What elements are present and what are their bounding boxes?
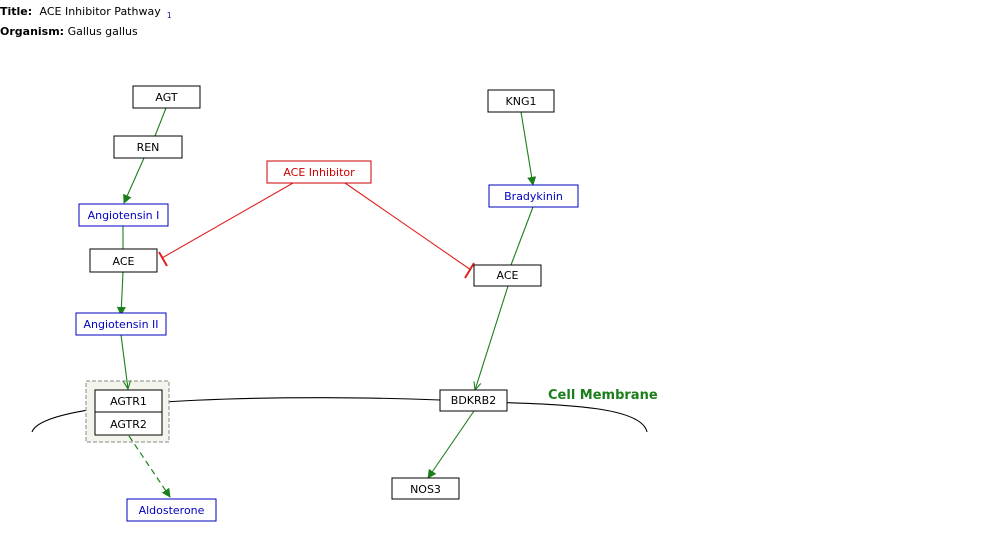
node-bdkrb2-label: BDKRB2 — [451, 394, 496, 407]
cell-membrane-label: Cell Membrane — [548, 388, 658, 403]
node-nos3[interactable]: NOS3 — [391, 477, 460, 500]
node-ace-inhibitor-label: ACE Inhibitor — [283, 166, 355, 179]
node-nos3-label: NOS3 — [410, 483, 441, 496]
pathway-title: ACE Inhibitor Pathway — [39, 5, 161, 18]
title-row: Title: ACE Inhibitor Pathway 1 — [0, 4, 172, 24]
edge-inhibitor-ace-right — [344, 182, 472, 271]
organism-label: Organism: — [0, 25, 65, 38]
inhibit-bar-right — [464, 262, 475, 279]
node-agtr1[interactable]: AGTR1 — [94, 389, 163, 413]
edge-ace-angiotensin-ii — [116, 271, 126, 316]
node-ace-left[interactable]: ACE — [89, 248, 158, 273]
node-agtr2[interactable]: AGTR2 — [94, 411, 163, 436]
node-bdkrb2[interactable]: BDKRB2 — [439, 389, 508, 412]
node-bradykinin[interactable]: Bradykinin — [488, 184, 579, 208]
node-ace-left-label: ACE — [113, 255, 135, 268]
node-ren[interactable]: REN — [113, 135, 183, 159]
inhibit-bar-left — [158, 251, 168, 267]
node-agt[interactable]: AGT — [132, 85, 201, 109]
node-kng1-label: KNG1 — [506, 95, 537, 108]
edge-bdkrb2-nos3 — [427, 410, 475, 479]
node-agt-label: AGT — [155, 91, 177, 104]
node-aldosterone[interactable]: Aldosterone — [126, 498, 217, 522]
node-angiotensin-ii[interactable]: Angiotensin II — [75, 312, 167, 336]
node-ace-inhibitor[interactable]: ACE Inhibitor — [266, 160, 372, 184]
node-ace-right-label: ACE — [497, 269, 519, 282]
organism-value: Gallus gallus — [67, 25, 138, 38]
node-bradykinin-label: Bradykinin — [504, 190, 563, 203]
edge-ace-bdkrb2 — [475, 285, 509, 390]
pathway-header: Title: ACE Inhibitor Pathway 1 Organism: … — [0, 4, 172, 40]
edge-agtr-aldosterone — [128, 435, 171, 498]
node-ace-right[interactable]: ACE — [473, 264, 542, 287]
node-angiotensin-ii-label: Angiotensin II — [83, 318, 158, 331]
edge-agt-ren — [154, 107, 167, 137]
node-agtr2-label: AGTR2 — [110, 418, 147, 431]
node-kng1[interactable]: KNG1 — [487, 89, 555, 113]
edge-bradykinin-ace — [510, 206, 534, 266]
node-aldosterone-label: Aldosterone — [139, 504, 205, 517]
title-reference[interactable]: 1 — [166, 11, 172, 20]
edge-ren-angiotensin-i — [123, 157, 145, 204]
node-angiotensin-i-label: Angiotensin I — [88, 209, 160, 222]
edge-inhibitor-ace-left — [161, 182, 294, 259]
node-angiotensin-i[interactable]: Angiotensin I — [78, 203, 169, 227]
organism-row: Organism: Gallus gallus — [0, 24, 172, 40]
node-agtr1-label: AGTR1 — [110, 395, 147, 408]
edge-angiotensin-ii-agtr1 — [120, 334, 128, 389]
edge-kng1-bradykinin — [520, 111, 537, 186]
title-label: Title: — [0, 5, 33, 18]
node-ren-label: REN — [137, 141, 160, 154]
